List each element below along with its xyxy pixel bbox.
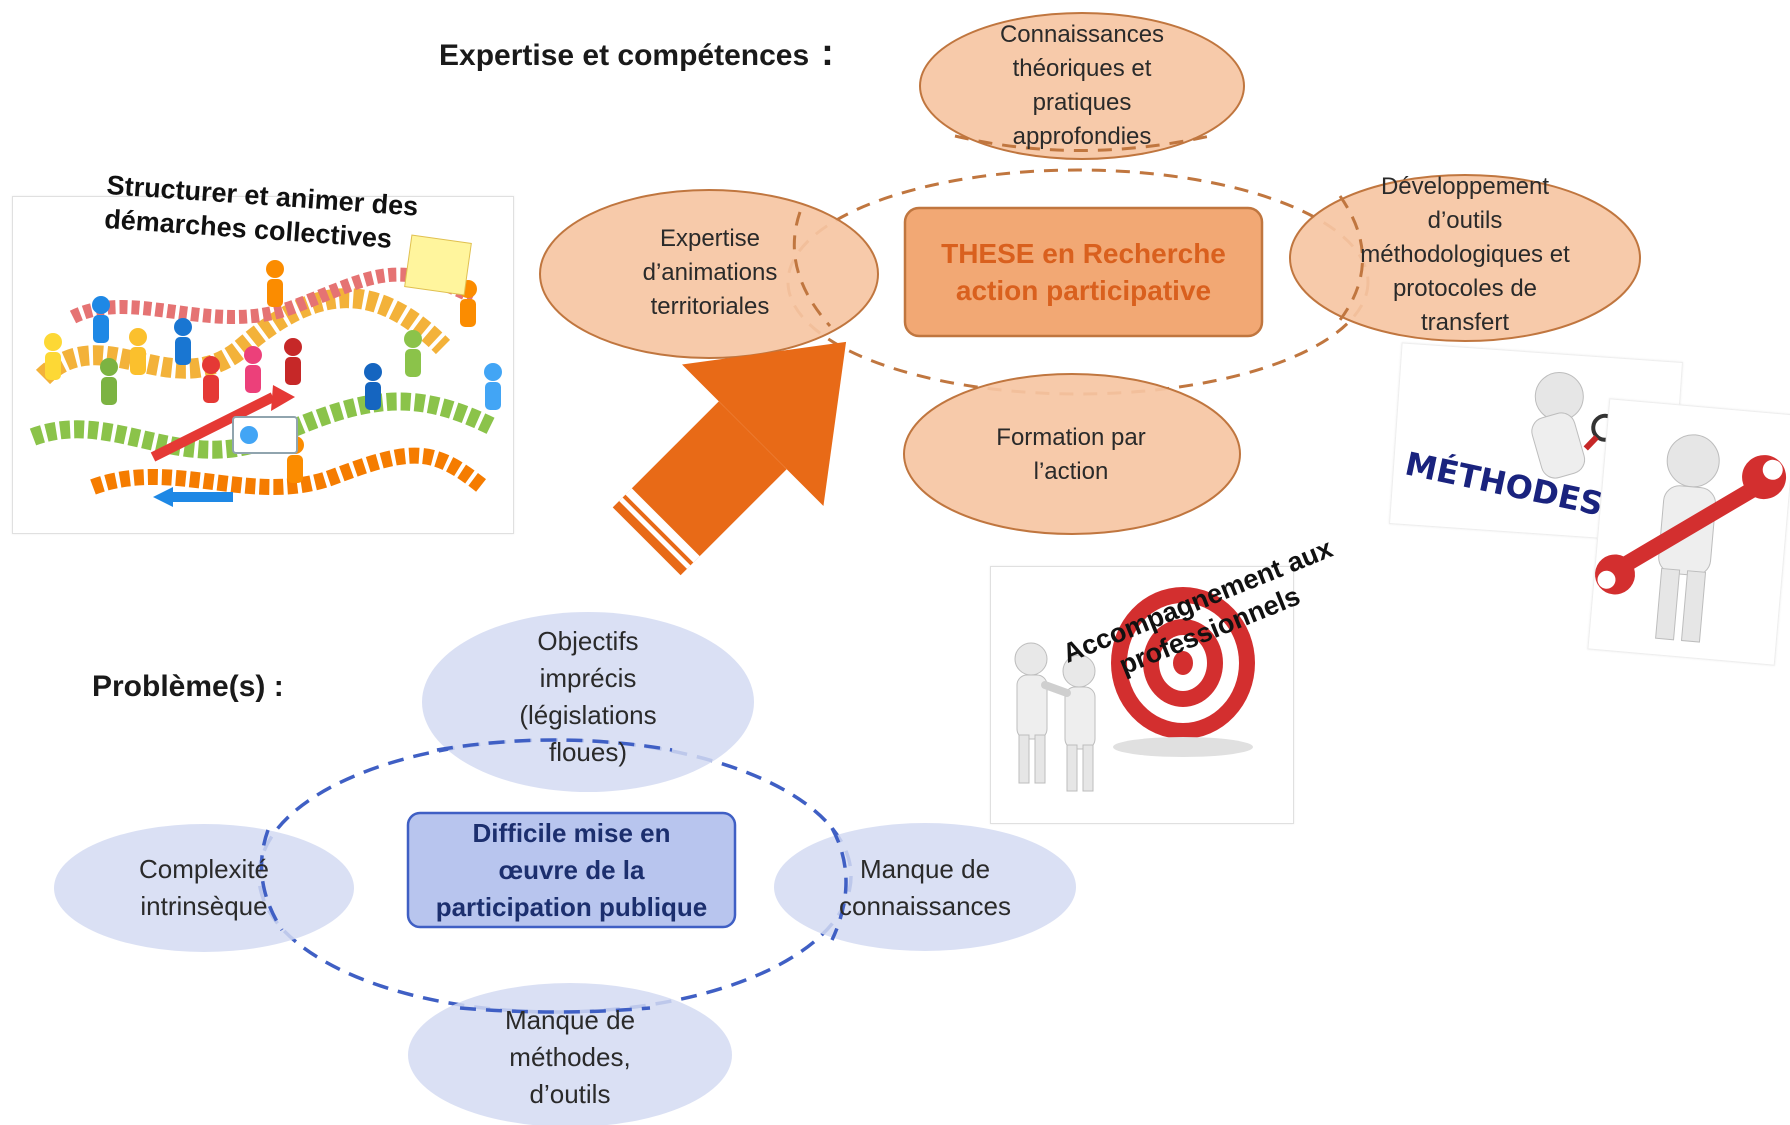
node-connaissances: Connaissances théoriques et pratiques ap… xyxy=(999,21,1165,150)
node-complexite-shape xyxy=(54,824,354,952)
node-developpement: Développement d’outils méthodologiques e… xyxy=(1360,173,1570,336)
target-illustration xyxy=(1014,587,1255,792)
heading-problemes: Problème(s) : xyxy=(92,670,284,703)
node-formation: Formation par l’action xyxy=(996,424,1146,485)
node-objectifs: Objectifs imprécis (législations floues) xyxy=(519,626,657,767)
transition-arrow xyxy=(612,341,847,576)
node-complexite: Complexité intrinsèque xyxy=(138,854,270,921)
collective-image xyxy=(12,196,514,534)
node-connaissances-manque-shape xyxy=(774,823,1076,951)
expertise-center-label: THESE en Recherche action participative xyxy=(941,238,1226,306)
node-animations: Expertise d’animations territoriales xyxy=(642,225,778,320)
node-formation-shape xyxy=(903,373,1241,535)
node-methodes-shape xyxy=(408,983,732,1125)
accompagnement-image xyxy=(990,566,1294,824)
wrench-figure-image xyxy=(1587,398,1790,666)
node-connaissances-shape xyxy=(919,12,1245,160)
node-developpement-shape xyxy=(1289,174,1641,342)
probleme-center-label: Difficile mise en œuvre de la participat… xyxy=(435,817,708,922)
methodes-image: MÉTHODES xyxy=(1388,342,1684,544)
expertise-center-shape xyxy=(903,206,1264,338)
probleme-center-shape xyxy=(406,811,737,929)
collective-illustration xyxy=(29,234,502,507)
heading-expertise: Expertise et compétences: xyxy=(439,32,834,74)
wrench-illustration xyxy=(1595,434,1787,643)
node-animations-shape xyxy=(539,189,879,359)
node-manque-connaissances: Manque de connaissances xyxy=(839,854,1011,921)
node-objectifs-shape xyxy=(422,612,754,792)
methodes-sign-illustration: MÉTHODES xyxy=(1402,372,1620,523)
node-manque-methodes: Manque de méthodes, d’outils xyxy=(504,1004,636,1109)
